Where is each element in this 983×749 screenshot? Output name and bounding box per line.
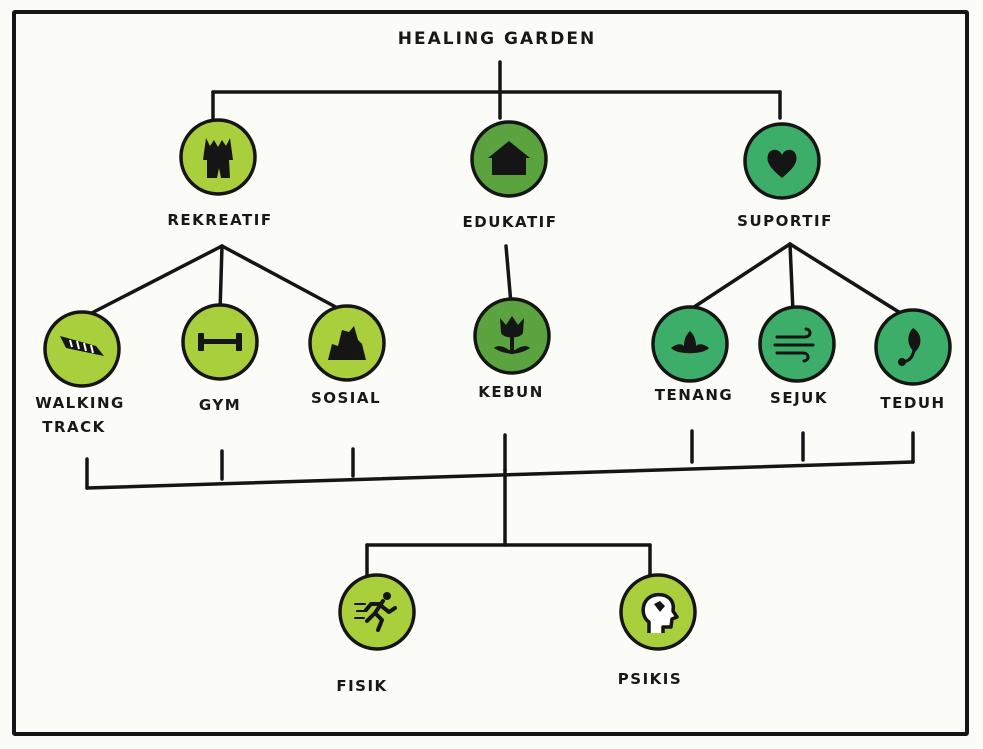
branch-suportif-tenang xyxy=(686,242,792,313)
outcome-label-psikis: PSIKIS xyxy=(617,670,683,688)
category-label-edukatif: EDUKATIF xyxy=(462,213,558,231)
dumbbell-icon xyxy=(198,333,242,351)
heart-icon xyxy=(767,149,797,178)
branch-suportif-teduh xyxy=(788,242,904,316)
item-label-gym: GYM xyxy=(198,396,242,414)
category-label-suportif: SUPORTIF xyxy=(737,212,833,230)
node-gym xyxy=(181,303,259,381)
category-label-rekreatif: REKREATIF xyxy=(167,211,273,229)
branch-suportif-sejuk xyxy=(788,242,795,314)
node-tenang xyxy=(651,305,729,383)
lotus-icon xyxy=(671,331,709,354)
wind-icon xyxy=(773,327,815,363)
walking-track-icon xyxy=(60,336,104,356)
house-icon xyxy=(488,141,530,175)
outcome-label-fisik: FISIK xyxy=(336,677,388,695)
node-rekreatif xyxy=(179,118,257,196)
item-label-kebun: KEBUN xyxy=(478,383,544,401)
group-icon xyxy=(328,326,366,360)
runner-icon xyxy=(354,592,397,632)
node-walking-track xyxy=(43,310,121,388)
item-label-tenang: TENANG xyxy=(654,386,734,404)
collector-bar xyxy=(85,460,915,490)
branch-edukatif-kebun xyxy=(504,244,513,306)
node-sosial xyxy=(308,304,386,382)
node-psikis xyxy=(619,573,697,651)
item-label-teduh: TEDUH xyxy=(880,394,946,412)
node-suportif xyxy=(743,122,821,200)
tulip-icon xyxy=(494,316,530,354)
node-fisik xyxy=(338,573,416,651)
diagram-frame xyxy=(12,10,969,736)
branch-rekreatif-walking xyxy=(80,244,224,320)
mind-head-icon xyxy=(641,592,679,633)
node-teduh xyxy=(874,308,952,386)
node-sejuk xyxy=(758,305,836,383)
item-label-sejuk: SEJUK xyxy=(770,389,828,407)
node-kebun xyxy=(473,297,551,375)
page-title: HEALING GARDEN xyxy=(397,29,597,49)
branch-rekreatif-sosial xyxy=(220,244,347,314)
node-edukatif xyxy=(470,120,548,198)
item-label-walking: WALKING xyxy=(35,394,125,412)
item-label-sosial: SOSIAL xyxy=(310,389,382,407)
people-icon xyxy=(203,138,233,178)
leaf-icon xyxy=(898,328,921,366)
branch-rekreatif-gym xyxy=(218,244,224,314)
connector-lines xyxy=(80,60,915,582)
item-label-track: TRACK xyxy=(42,418,106,436)
